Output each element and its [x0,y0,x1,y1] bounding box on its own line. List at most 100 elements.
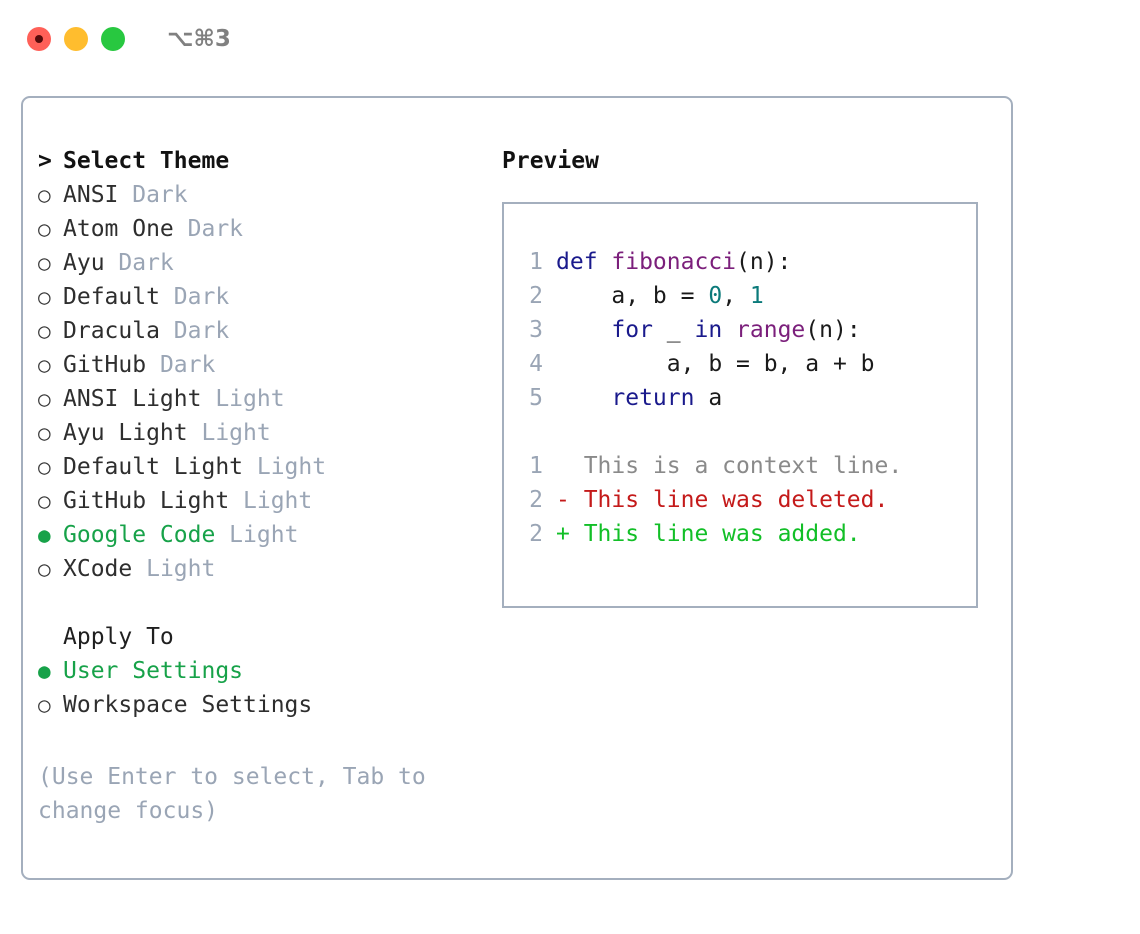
code-token-num: 1 [749,283,764,309]
theme-variant-badge: Light [229,488,313,514]
theme-variant-badge: Dark [159,318,230,344]
radio-unselected-icon: ○ [38,183,51,207]
maximize-button-icon[interactable] [101,27,125,51]
diff-line-number: 2 [529,521,543,547]
theme-name-label: Default [63,284,160,310]
list-spacer [38,586,488,620]
code-token-kw: for [611,317,653,343]
theme-list-item[interactable]: ○Default Dark [38,280,488,314]
select-theme-header: > Select Theme [38,144,488,178]
apply-to-item[interactable]: ○Workspace Settings [38,688,488,722]
theme-list-item[interactable]: ○Atom One Dark [38,212,488,246]
apply-to-marker-placeholder: ○ [38,620,63,654]
theme-name-label: GitHub Light [63,488,230,514]
code-line-content: a, b = 0, 1 [556,279,764,313]
radio-unselected-icon: ○ [38,557,51,581]
code-token-pl: _ [652,317,695,343]
radio-unselected-icon: ○ [38,353,51,377]
apply-to-item[interactable]: ●User Settings [38,654,488,688]
code-token-pl: (n): [805,317,861,343]
radio-unselected-icon: ○ [38,387,51,411]
select-theme-title: Select Theme [63,148,230,174]
theme-list-item[interactable]: ○Ayu Dark [38,246,488,280]
minimize-button-icon[interactable] [64,27,88,51]
line-number: 3 [529,317,543,343]
theme-name-label: ANSI [63,182,119,208]
close-button-icon[interactable] [27,27,51,51]
line-number: 2 [529,283,543,309]
code-token-pl: a [694,385,723,411]
code-token-kw: return [611,385,695,411]
code-token-pl [556,317,611,343]
theme-list-item[interactable]: ○ GitHub Light Light [38,484,488,518]
diff-line-content: This line was deleted. [583,487,889,513]
radio-unselected-icon: ○ [38,693,51,717]
theme-name-label: XCode [63,556,133,582]
code-token-pl [722,317,736,343]
theme-variant-badge: Light [243,454,327,480]
radio-unselected-icon: ○ [38,251,51,275]
theme-name-label: Google Code [63,522,216,548]
theme-name-label: ANSI Light [63,386,202,412]
radio-unselected-icon: ○ [38,455,51,479]
code-line-content: return a [556,381,722,415]
diff-line-content: This is a context line. [583,453,903,479]
code-token-kw: in [694,317,723,343]
theme-list-item[interactable]: ○ ANSI Dark [38,178,488,212]
radio-unselected-icon: ○ [38,489,51,513]
theme-list-item[interactable]: ○ Default Light Light [38,450,488,484]
diff-line: 2- This line was deleted. [521,483,968,517]
theme-variant-badge: Light [215,522,299,548]
theme-name-label: Atom One [63,216,174,242]
theme-list-item[interactable]: ○ ANSI Light Light [38,382,488,416]
keyboard-hint-text: (Use Enter to select, Tab to change focu… [38,764,426,824]
diff-block: 1 This is a context line.2- This line wa… [521,449,968,551]
prompt-caret-icon: > [38,148,52,174]
code-token-pl: (n): [736,249,792,275]
theme-name-label: Default Light [63,454,244,480]
theme-variant-badge: Light [201,386,285,412]
code-token-pl: a, b = b, a + b [556,351,875,377]
content-panel: > Select Theme ○ANSI Dark○Atom One Dark○… [21,96,1013,880]
code-token-kw: def [556,249,612,275]
theme-list-item[interactable]: ○Dracula Dark [38,314,488,348]
theme-name-label: Ayu Light [63,420,188,446]
code-token-pl: , [722,283,750,309]
code-token-num: 0 [708,283,723,309]
theme-variant-badge: Dark [159,284,230,310]
apply-to-header: ○ Apply To [38,620,488,654]
theme-variant-badge: Dark [118,182,188,208]
diff-line-number: 2 [529,487,543,513]
theme-variant-badge: Light [132,556,216,582]
theme-list-item[interactable]: ○ XCode Light [38,552,488,586]
diff-marker: - [556,487,584,513]
code-line-content: a, b = b, a + b [556,347,875,381]
apply-to-list: ●User Settings○Workspace Settings [38,654,488,722]
theme-list-item[interactable]: ● Google Code Light [38,518,488,552]
theme-selector-column: > Select Theme ○ANSI Dark○Atom One Dark○… [38,144,488,722]
theme-name-label: Dracula [63,318,160,344]
code-line: 4 a, b = b, a + b [521,347,968,381]
code-token-fn: fibonacci [611,249,737,275]
theme-variant-badge: Dark [104,250,174,276]
code-token-pl [556,385,611,411]
theme-list-item[interactable]: ○Ayu Light Light [38,416,488,450]
diff-line: 1 This is a context line. [521,449,968,483]
code-line: 3 for _ in range(n): [521,313,968,347]
radio-selected-icon: ● [38,523,51,547]
theme-name-label: GitHub [63,352,147,378]
keyboard-shortcut-label: ⌥⌘3 [167,26,231,52]
apply-to-title: Apply To [63,624,174,650]
theme-variant-badge: Dark [173,216,244,242]
preview-title: Preview [502,148,599,174]
traffic-light-group [27,27,125,51]
radio-unselected-icon: ○ [38,421,51,445]
radio-selected-icon: ● [38,659,51,683]
theme-variant-badge: Dark [146,352,216,378]
theme-list-item[interactable]: ○ GitHub Dark [38,348,488,382]
line-number: 5 [529,385,543,411]
